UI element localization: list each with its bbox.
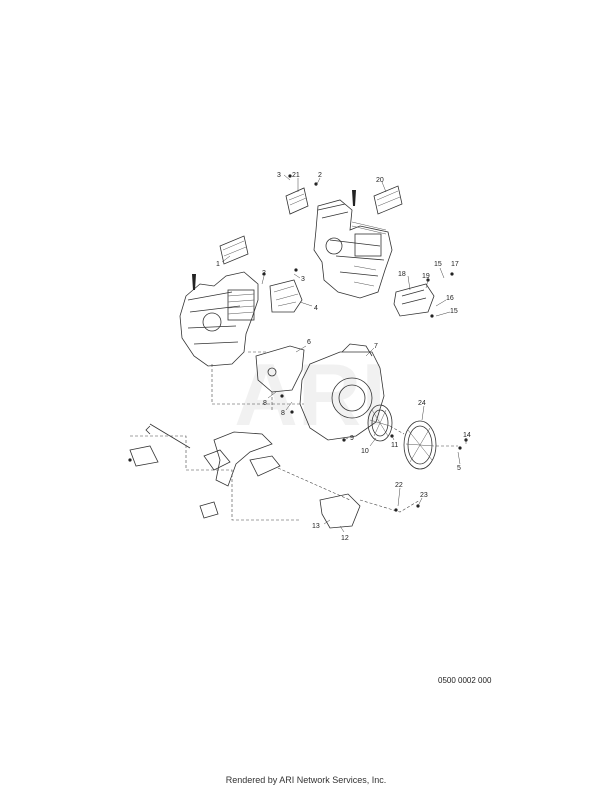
callout-7: 7 xyxy=(374,343,378,350)
engine-left xyxy=(179,271,259,367)
callout-20: 20 xyxy=(376,177,384,184)
callout-16: 16 xyxy=(446,295,454,302)
muffler-18 xyxy=(393,283,435,317)
callout-3: 3 xyxy=(277,172,281,179)
callout-22: 22 xyxy=(395,482,403,489)
blower-housing-7 xyxy=(299,343,385,441)
footer-credit: Rendered by ARI Network Services, Inc. xyxy=(225,775,387,785)
callout-24: 24 xyxy=(418,400,426,407)
callout-2: 2 xyxy=(318,172,322,179)
callout-15: 15 xyxy=(450,308,458,315)
callout-5: 5 xyxy=(457,465,461,472)
callout-19: 19 xyxy=(422,273,430,280)
engine-upper xyxy=(313,190,393,299)
callout-2: 2 xyxy=(262,270,266,277)
control-linkage xyxy=(129,423,361,529)
diagram-code: 0500 0002 000 xyxy=(438,676,492,685)
shield-1 xyxy=(219,235,249,265)
callout-10: 10 xyxy=(361,448,369,455)
callout-6: 6 xyxy=(307,339,311,346)
screen-24 xyxy=(403,420,437,470)
callout-23: 23 xyxy=(420,492,428,499)
fasteners xyxy=(128,174,468,512)
callout-1: 1 xyxy=(216,261,220,268)
callout-8: 8 xyxy=(263,400,267,407)
callout-labels: 3 21 2 20 1 2 3 4 18 15 17 19 16 15 6 7 … xyxy=(216,172,471,542)
bracket-6 xyxy=(255,345,305,393)
callout-21: 21 xyxy=(292,172,300,179)
callout-13: 13 xyxy=(312,523,320,530)
callout-8: 8 xyxy=(281,410,285,417)
callout-14: 14 xyxy=(463,432,471,439)
screen-10 xyxy=(367,404,393,442)
leader-lines xyxy=(221,174,467,533)
callout-3: 3 xyxy=(301,276,305,283)
callout-12: 12 xyxy=(341,535,349,542)
callout-4: 4 xyxy=(314,305,318,312)
assembly-lines xyxy=(130,351,458,521)
shield-21 xyxy=(285,187,309,215)
callout-9: 9 xyxy=(350,435,354,442)
callout-18: 18 xyxy=(398,271,406,278)
callout-11: 11 xyxy=(391,442,398,449)
callout-15: 15 xyxy=(434,261,442,268)
callout-17: 17 xyxy=(451,261,459,268)
shield-4 xyxy=(269,279,303,313)
shield-20 xyxy=(373,185,403,215)
